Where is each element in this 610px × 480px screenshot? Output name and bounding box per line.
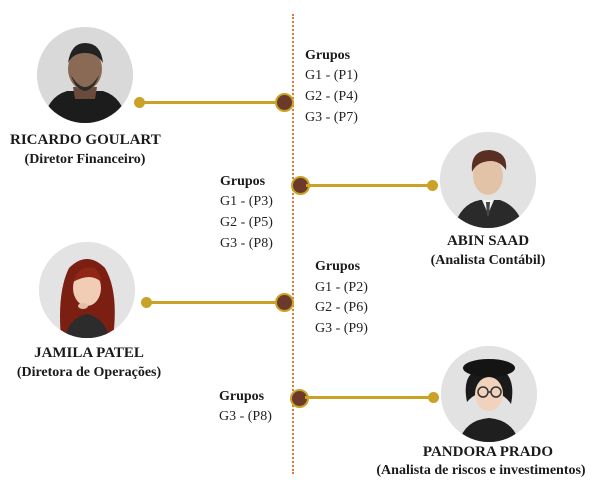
group-item: G1 - (P3) bbox=[220, 194, 273, 209]
connector-end-dot bbox=[428, 392, 439, 403]
connector-end-dot bbox=[427, 180, 438, 191]
connector-line bbox=[140, 101, 285, 104]
connector-end-dot bbox=[141, 297, 152, 308]
person-role: (Analista de riscos e investimentos) bbox=[376, 463, 586, 478]
person-name: JAMILA PATEL bbox=[34, 345, 144, 361]
person-role: (Analista Contábil) bbox=[430, 253, 546, 268]
person-role: (Diretor Financeiro) bbox=[24, 152, 146, 167]
avatar-ricardo-goulart bbox=[37, 27, 133, 123]
group-item: G2 - (P6) bbox=[315, 300, 368, 315]
timeline-node bbox=[275, 293, 294, 312]
avatar-jamila-patel bbox=[39, 242, 135, 338]
avatar-pandora-prado bbox=[441, 346, 537, 442]
timeline-node bbox=[275, 93, 294, 112]
connector-line bbox=[147, 301, 278, 304]
groups-title: Grupos bbox=[305, 48, 351, 63]
group-item: G2 - (P4) bbox=[305, 89, 358, 104]
group-item: G1 - (P1) bbox=[305, 68, 358, 83]
person-name: PANDORA PRADO bbox=[422, 444, 554, 460]
connector-line bbox=[305, 396, 431, 399]
group-item: G3 - (P8) bbox=[220, 236, 273, 251]
group-item: G3 - (P8) bbox=[219, 409, 272, 424]
person-name: ABIN SAAD bbox=[446, 233, 530, 249]
groups-title: Grupos bbox=[219, 389, 265, 404]
groups-title: Grupos bbox=[315, 259, 361, 274]
person-name: RICARDO GOULART bbox=[10, 132, 161, 148]
group-item: G1 - (P2) bbox=[315, 280, 368, 295]
group-item: G3 - (P7) bbox=[305, 110, 358, 125]
person-role: (Diretora de Operações) bbox=[16, 365, 162, 380]
portrait-woman-red-hair-icon bbox=[39, 242, 135, 338]
group-item: G3 - (P9) bbox=[315, 321, 368, 336]
portrait-woman-beret-icon bbox=[441, 346, 537, 442]
group-item: G2 - (P5) bbox=[220, 215, 273, 230]
portrait-man-suit-icon bbox=[440, 132, 536, 228]
connector-end-dot bbox=[134, 97, 145, 108]
groups-title: Grupos bbox=[220, 174, 266, 189]
portrait-man-beard-icon bbox=[37, 27, 133, 123]
timeline-axis bbox=[292, 14, 294, 474]
avatar-abin-saad bbox=[440, 132, 536, 228]
connector-line bbox=[306, 184, 430, 187]
